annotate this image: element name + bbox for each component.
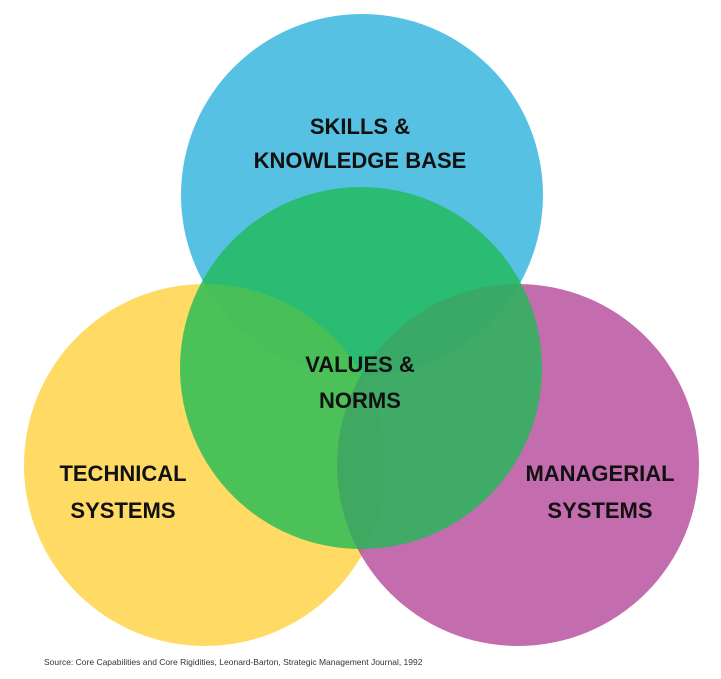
managerial-label-line1: MANAGERIAL <box>525 461 674 486</box>
source-citation: Source: Core Capabilities and Core Rigid… <box>44 657 423 667</box>
skills-label-line1: SKILLS & <box>310 114 410 139</box>
technical-label-line1: TECHNICAL <box>59 461 186 486</box>
skills-label-line2: KNOWLEDGE BASE <box>254 148 467 173</box>
circle-values-norms <box>180 187 542 549</box>
values-label-line2: NORMS <box>319 388 401 413</box>
technical-label-line2: SYSTEMS <box>70 498 175 523</box>
values-label-line1: VALUES & <box>305 352 415 377</box>
managerial-label-line2: SYSTEMS <box>547 498 652 523</box>
